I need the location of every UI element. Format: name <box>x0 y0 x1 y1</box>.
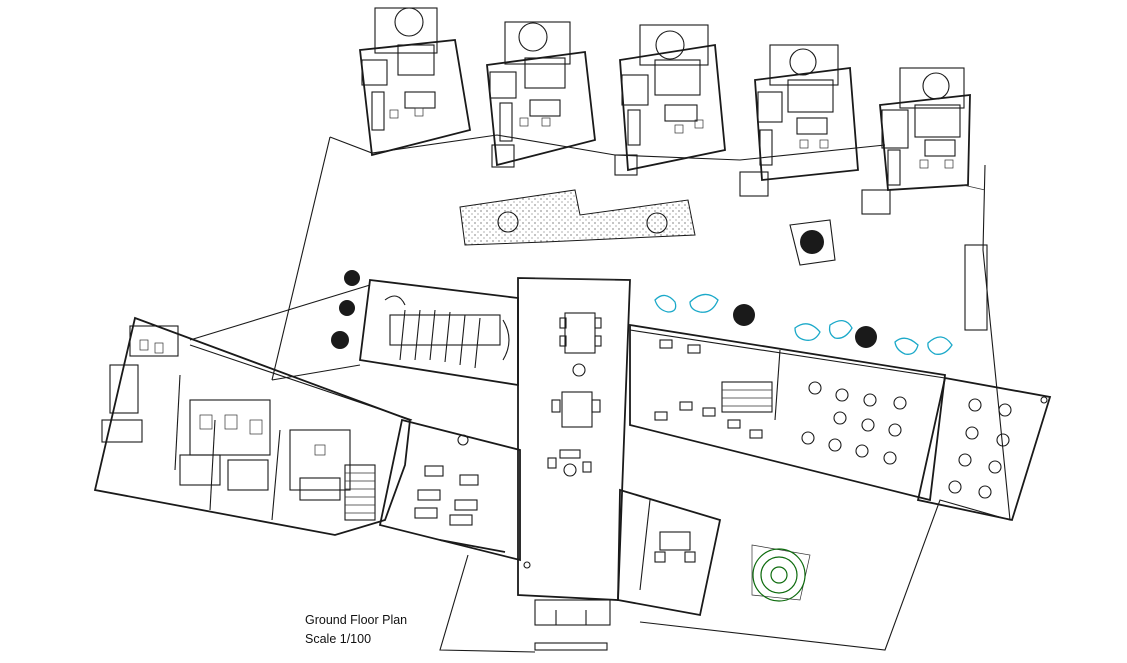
restaurant <box>629 323 946 502</box>
landscape-planter <box>459 189 696 246</box>
central-hall <box>517 277 631 626</box>
changing-rooms <box>358 278 519 387</box>
cabin-connecting-walkway <box>329 134 988 331</box>
terrace <box>916 376 1052 522</box>
drawing-scale: Scale 1/100 <box>305 632 372 646</box>
outdoor-lounge-seating <box>654 293 953 355</box>
cabin-2 <box>486 21 596 168</box>
stair <box>344 464 376 521</box>
lounge-room <box>378 418 521 562</box>
cabin-3 <box>614 24 726 176</box>
site-boundary <box>271 136 1011 653</box>
tree <box>751 544 811 602</box>
shrub-planter-right <box>789 219 836 266</box>
cabin-4 <box>739 44 859 197</box>
shrubs-left <box>331 270 360 349</box>
left-wing <box>93 316 413 536</box>
drawing-title: Ground Floor Plan <box>305 613 408 627</box>
office-room <box>617 488 722 617</box>
cabin-5 <box>861 67 971 215</box>
site-edges <box>189 284 946 381</box>
cabin-1 <box>359 7 472 157</box>
